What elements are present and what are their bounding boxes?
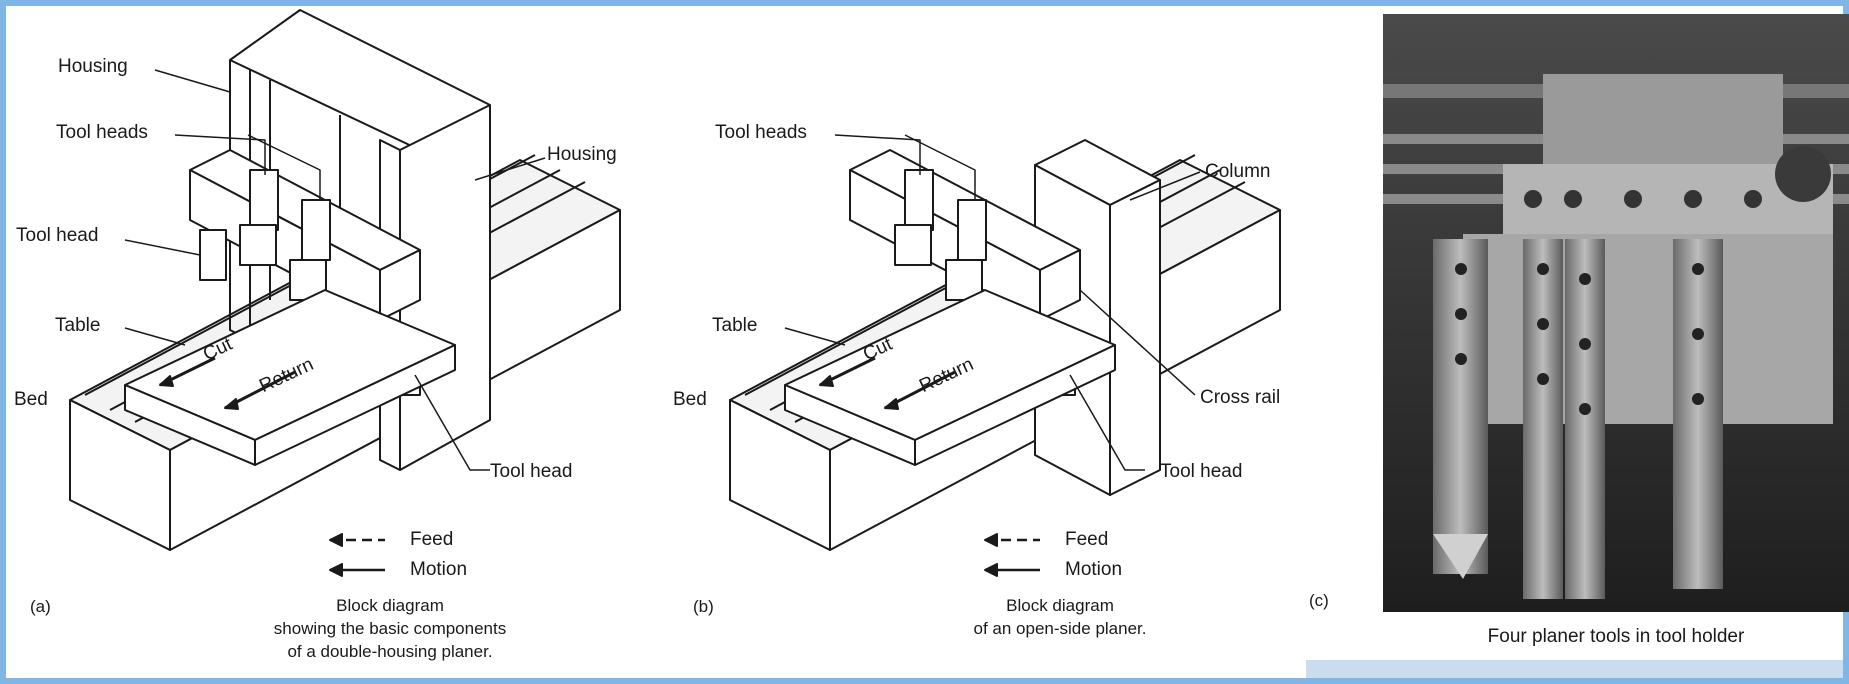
caption-c: Four planer tools in tool holder <box>1487 626 1745 647</box>
label-column-b: Column <box>1205 161 1271 182</box>
caption-a-line3: of a double-housing planer. <box>287 642 493 661</box>
panel-tag-b: (b) <box>693 597 714 616</box>
label-tool-heads-a: Tool heads <box>56 122 148 143</box>
table-b <box>784 289 1116 466</box>
label-housing-right: Housing <box>547 144 617 165</box>
label-cross-rail-b: Cross rail <box>1200 387 1281 408</box>
caption-a: Block diagram showing the basic componen… <box>210 594 570 663</box>
panel-tag-c: (c) <box>1309 591 1329 610</box>
label-table-b: Table <box>712 315 758 336</box>
photo-panel-footer <box>1306 660 1843 678</box>
legend-feed-b: Feed <box>1065 529 1109 550</box>
planer-tools-photo <box>1383 14 1849 612</box>
caption-a-line2: showing the basic components <box>273 619 507 638</box>
caption-b-line2: of an open-side planer. <box>973 619 1147 638</box>
label-tool-head-left: Tool head <box>16 225 99 246</box>
legend-motion-b: Motion <box>1065 559 1123 580</box>
caption-b: Block diagram of an open-side planer. <box>900 594 1220 640</box>
label-table-a: Table <box>55 315 101 336</box>
legend-feed-a: Feed <box>410 529 454 550</box>
planer-tools-photo-art <box>1383 14 1849 612</box>
caption-a-line1: Block diagram <box>336 596 444 615</box>
label-tool-heads-b: Tool heads <box>715 122 807 143</box>
label-bed-a: Bed <box>14 389 48 410</box>
table-a <box>124 289 456 466</box>
panel-tag-a: (a) <box>30 597 51 616</box>
label-bed-b: Bed <box>673 389 707 410</box>
legend-motion-a: Motion <box>410 559 468 580</box>
label-housing-left: Housing <box>58 56 128 77</box>
column-b <box>1034 139 1161 496</box>
caption-b-line1: Block diagram <box>1006 596 1114 615</box>
label-tool-head-bottom-a: Tool head <box>490 461 573 482</box>
label-tool-head-bottom-b: Tool head <box>1160 461 1243 482</box>
